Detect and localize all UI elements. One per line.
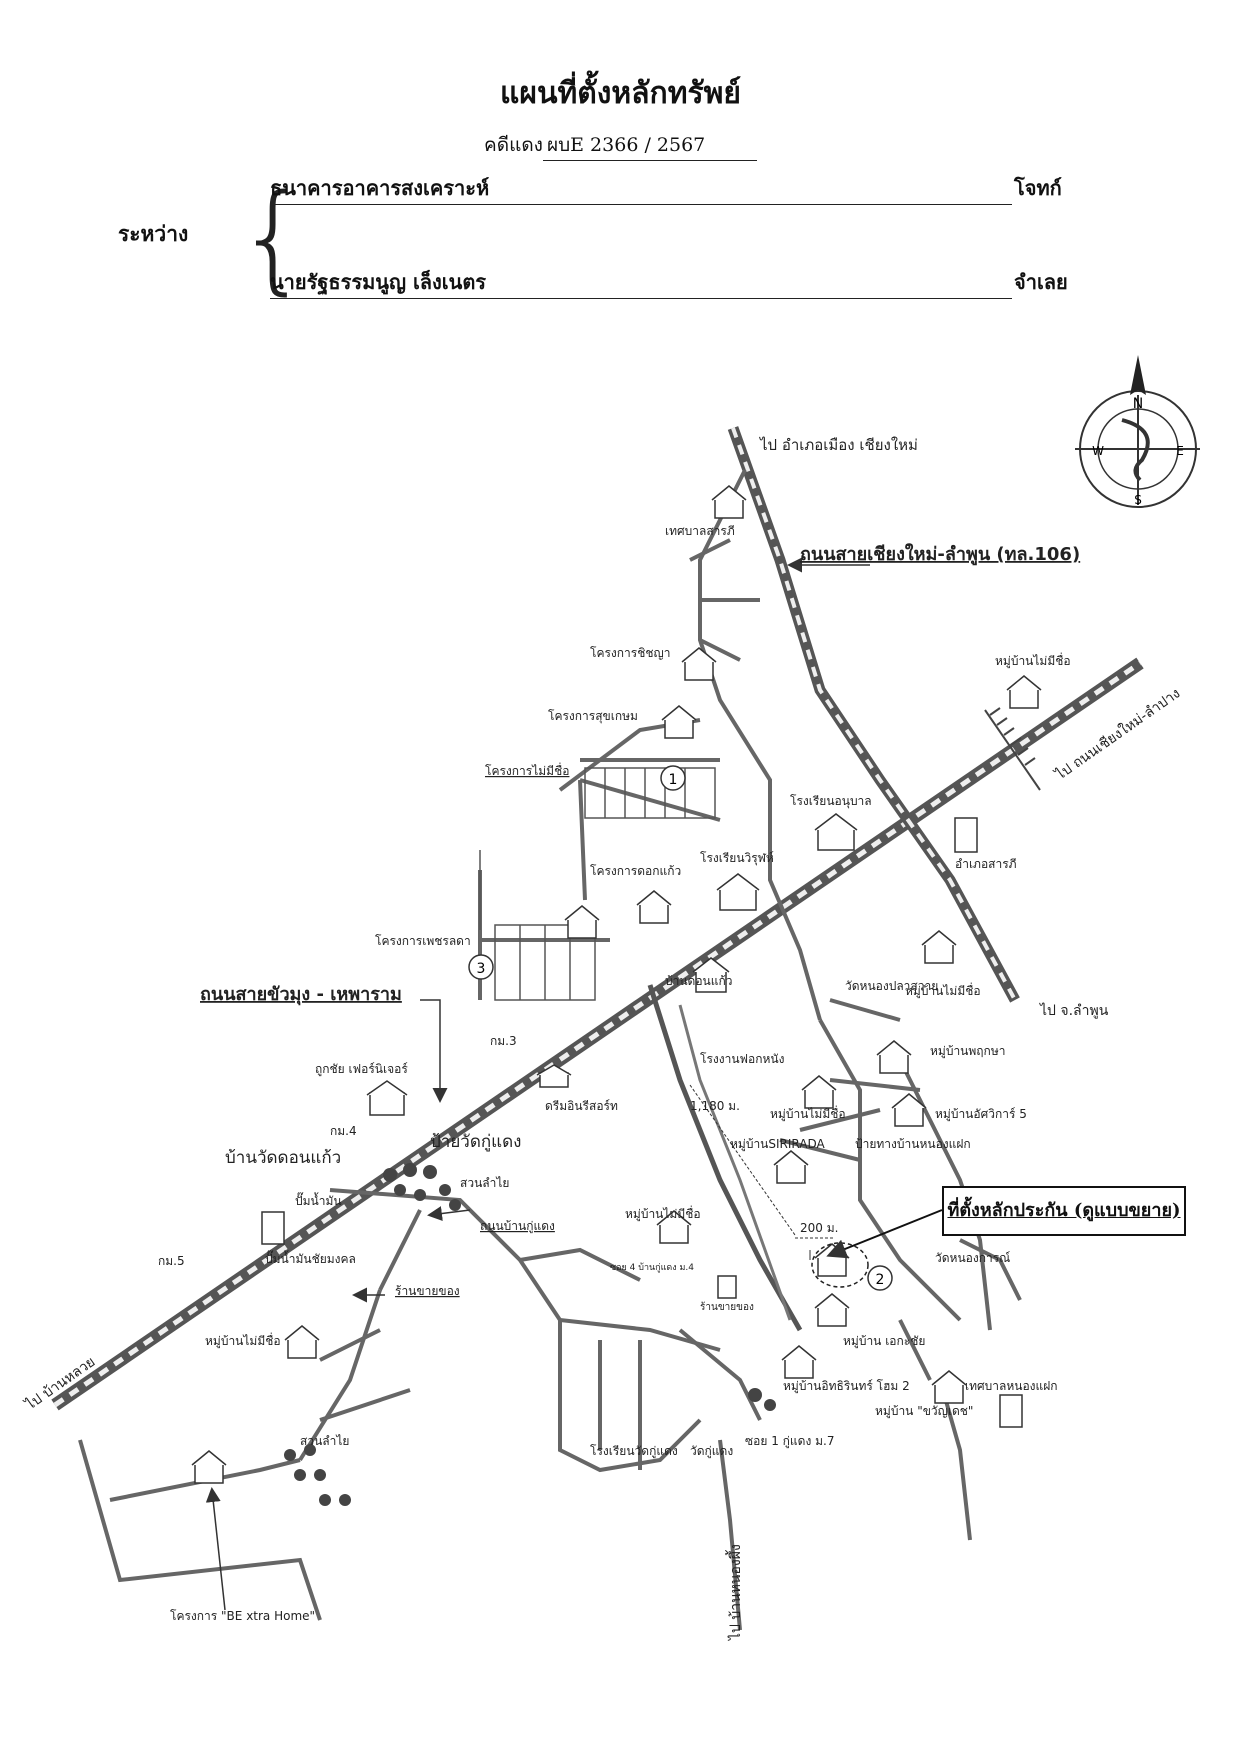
label-village-ne2: หมู่บ้านไม่มีชื่อ [905,982,981,999]
label-sign-nongpla: ป้ายทางบ้านหนองแฝก [855,1137,971,1151]
case-number-line: คดีแดงผบE 2366 / 2567 [0,130,1241,161]
label-tessaban-2: เทศบาลหนองแฝก [965,1379,1058,1393]
label-amphoe: อำเภอสารภี [955,857,1017,871]
plaintiff-role: โจทก์ [1014,176,1062,200]
label-km5: กม.5 [158,1254,185,1268]
svg-text:S: S [1134,493,1142,507]
label-village-kwan: หมู่บ้าน "ขวัญเดช" [875,1404,973,1419]
tree-icons [284,1163,776,1506]
label-factory: โรงงานฟอกหนัง [700,1052,785,1066]
label-road-kudaeng: ถนนบ้านกู่แดง [480,1219,555,1234]
label-school-top: โรงเรียนอนุบาล [790,794,872,809]
road-kudaeng-arrow [427,1206,471,1221]
label-soi-1: ซอย 1 กู่แดง ม.7 [745,1434,834,1449]
label-soi-4: ซอย 4 บ้านกู่แดง ม.4 [610,1262,694,1273]
case-label: คดีแดง [484,134,543,156]
label-school-kudaeng: โรงเรียนวัดกู่แดง [590,1444,678,1459]
label-proj-sukkasem: โครงการสุขเกษม [548,709,638,724]
marker-2: 2 [867,1265,893,1291]
marker-1: 1 [660,765,686,791]
canal-road [647,984,803,1332]
label-wat-donkaew: บ้านวัดดอนแก้ว [225,1148,341,1168]
label-school-2: โรงเรียนวิรุฬห์ [700,851,774,866]
label-shop-2: ร้านขายของ [700,1301,754,1313]
label-dist-200: 200 ม. [800,1221,838,1235]
plaintiff-name: ธนาคารอาคารสงเคราะห์ [270,172,1012,205]
label-village-s: หมู่บ้านไม่มีชื่อ [625,1205,701,1222]
main-highway [51,657,1144,1411]
label-proj-bextra: โครงการ "BE xtra Home" [170,1609,315,1623]
local-roads [78,469,1022,1631]
project-plots [479,767,716,1001]
page-title: แผนที่ตั้งหลักทรัพย์ [500,76,741,111]
collateral-callout: ที่ตั้งหลักประกัน (ดูแบบขยาย) [942,1186,1186,1236]
label-proj-mid: โครงการดอกแก้ว [590,864,681,878]
svg-text:3: 3 [477,961,486,977]
label-sign-kudaeng: ป้ายวัดกู่แดง [430,1132,521,1152]
proj-bextra-arrow [205,1487,226,1611]
railway [984,707,1041,791]
label-road-khuamung: ถนนสายขัวมุง - เหพาราม [200,984,402,1006]
defendant-name: นายรัฐธรรมนูญ เล็งเนตร [270,266,1012,299]
label-suan-2: สวนลำไย [300,1434,349,1448]
label-km4: กม.4 [330,1124,357,1138]
label-proj-petch: โครงการเพชรลดา [375,934,471,948]
label-wat-nongkan: วัดหนองการณ์ [935,1251,1010,1265]
label-km3: กม.3 [490,1034,517,1048]
label-to-lamphun: ไป จ.ลำพูน [1039,1002,1109,1019]
label-furniture: ถูกชัย เฟอร์นิเจอร์ [315,1062,408,1077]
label-pumpsan: ปั๊มน้ำมัน [295,1192,342,1208]
label-to-lampang: ไป ถนนเชียงใหม่-ลำปาง [1052,685,1184,784]
label-wat-kudaeng: วัดกู่แดง [690,1444,733,1459]
label-dream: ดรีมอินรีสอร์ท [545,1099,618,1113]
map-label-group: ไป อำเภอเมือง เชียงใหม่ ถนนสายเชียงใหม่-… [22,436,1184,1641]
label-village-c: หมู่บ้านไม่มีชื่อ [770,1105,846,1122]
road-khuamung-arrow [420,999,448,1103]
label-village-attakarn: หมู่บ้านอัศวิการ์ 5 [935,1107,1027,1122]
callout-arrow [826,1209,943,1259]
label-village-ne: หมู่บ้านไม่มีชื่อ [995,652,1071,669]
marker-3: 3 [468,954,494,980]
label-proj-nichnana: โครงการชิชญา [590,646,670,660]
highway-106 [727,426,1020,1003]
label-ban-donkaew: บ้านดอนแก้ว [665,974,733,988]
label-village-ekachai: หมู่บ้าน เอกะชัย [843,1334,925,1349]
label-to-nongkhiang: ไป บ้านหนองผึ้ง [725,1544,744,1641]
label-village-pruksa: หมู่บ้านพฤกษา [930,1044,1005,1059]
north-arrow-icon [1130,355,1146,395]
between-label: ระหว่าง [118,221,189,246]
label-village-w: หมู่บ้านไม่มีชื่อ [205,1332,281,1349]
label-village-sirin: หมู่บ้านอิทธิรินทร์ โฮม 2 [783,1379,910,1394]
brace-symbol: { [236,168,312,306]
label-wat-nongpla: วัดหนองปลาสวาย [845,979,938,993]
label-prom: ปั๊มน้ำมันชัยมงคล [265,1250,356,1266]
defendant-role: จำเลย [1014,270,1068,294]
dist-1180-line [689,1084,796,1236]
svg-text:E: E [1176,444,1184,458]
label-to-city: ไป อำเภอเมือง เชียงใหม่ [759,436,918,454]
label-suan: สวนลำไย [460,1176,509,1190]
label-shop: ร้านขายของ [395,1284,460,1298]
svg-text:N: N [1133,396,1143,412]
label-road-106: ถนนสายเชียงใหม่-ลำพูน (ทล.106) [800,543,1080,566]
label-sirirada: หมู่บ้านSIRIRADA [730,1137,826,1152]
case-number: ผบE 2366 / 2567 [542,130,757,161]
label-dist-1180: 1,180 ม. [690,1099,740,1113]
svg-text:2: 2 [876,1272,885,1288]
svg-text:1: 1 [669,772,678,788]
label-proj-noname: โครงการไม่มีชื่อ [485,762,569,778]
label-tessaban: เทศบาลสารภี [665,524,735,538]
house-icons [191,485,1042,1484]
collateral-location-ring [811,1242,869,1288]
svg-text:W: W [1092,444,1104,458]
compass-rose: N S E W [1075,355,1200,508]
